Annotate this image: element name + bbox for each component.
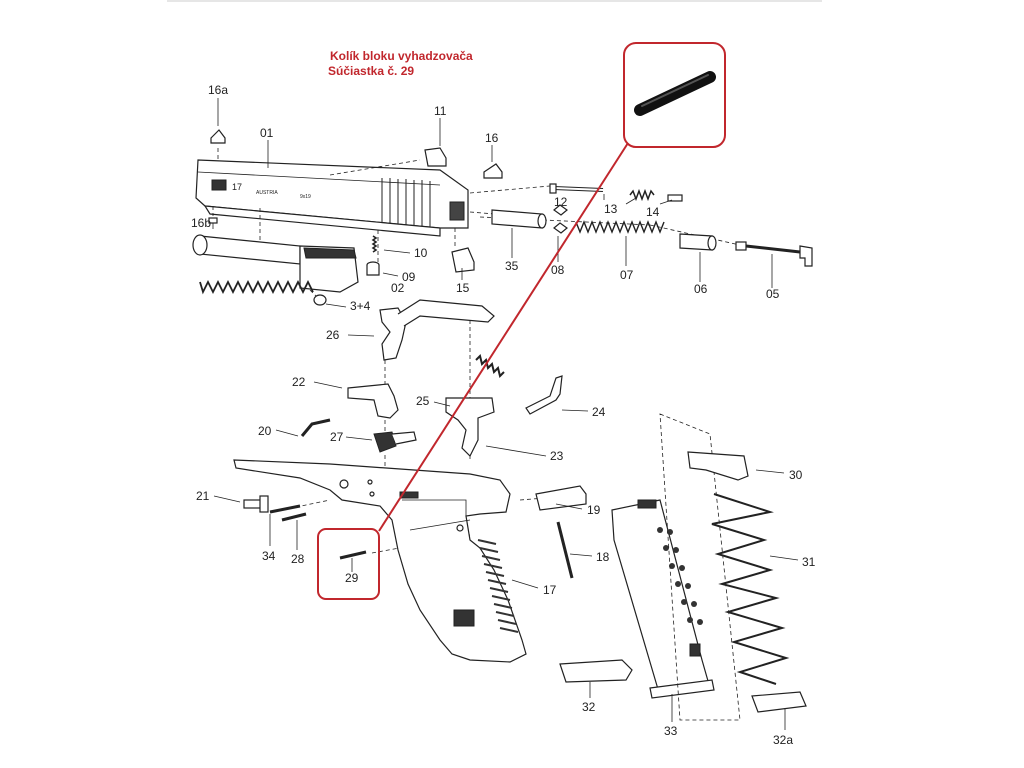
- part-label-15: 15: [456, 281, 470, 295]
- part-label-29: 29: [345, 571, 359, 585]
- zoom-box: [623, 42, 726, 148]
- part-label-24: 24: [592, 405, 606, 419]
- part-label-08: 08: [551, 263, 565, 277]
- title-line-2: Súčiastka č. 29: [328, 64, 414, 78]
- part-label-12: 12: [554, 195, 568, 209]
- part-06: [679, 233, 717, 251]
- spring-cups: [667, 194, 683, 202]
- barrel: [192, 234, 359, 293]
- part-29-pin: [339, 550, 367, 560]
- part-15: [451, 247, 475, 273]
- part-16: [483, 163, 503, 179]
- part-30: [687, 451, 749, 481]
- magazine-internals-box: [659, 413, 741, 721]
- part-35: [491, 209, 547, 229]
- magazine: [611, 499, 715, 699]
- part-label-31: 31: [802, 555, 816, 569]
- part-label-33: 33: [664, 724, 678, 738]
- part-34: [269, 504, 301, 514]
- slide-caliber-text: 9x19: [300, 194, 311, 200]
- part-20: [300, 418, 331, 437]
- part-28: [281, 512, 307, 522]
- part-label-06: 06: [694, 282, 708, 296]
- part-label-16a: 16a: [208, 83, 228, 97]
- part-19: [535, 485, 587, 511]
- part-label-32: 32: [582, 700, 596, 714]
- part-27: [373, 431, 417, 453]
- part-label-30: 30: [789, 468, 803, 482]
- part-18: [556, 521, 574, 579]
- part-22: [347, 383, 399, 419]
- part-label-05: 05: [766, 287, 780, 301]
- part-29-marker-box: [317, 528, 380, 600]
- part-31-spring: [711, 493, 790, 685]
- part-25: [445, 397, 495, 458]
- part-label-27: 27: [330, 430, 344, 444]
- part-label-34: 34: [262, 549, 276, 563]
- part-21: [243, 495, 269, 513]
- part-24: [525, 375, 563, 415]
- slide-model-text: 17: [232, 182, 242, 192]
- frame: [233, 459, 527, 663]
- highlight-connector: [378, 142, 629, 532]
- part-label-35: 35: [505, 259, 519, 273]
- firing-pin: [549, 183, 604, 194]
- part-label-16b: 16b: [191, 216, 211, 230]
- part-label-01: 01: [260, 126, 274, 140]
- part-label-07: 07: [620, 268, 634, 282]
- part-label-10: 10: [414, 246, 428, 260]
- part-label-18: 18: [596, 550, 610, 564]
- part-32: [559, 659, 633, 683]
- part-highlight-callout: [317, 42, 726, 600]
- part-label-02: 02: [391, 281, 405, 295]
- leader-lines: [213, 98, 799, 730]
- zoomed-pin-29: [634, 71, 716, 116]
- title-line-1: Kolík bloku vyhadzovača: [330, 49, 473, 63]
- recoil-spring-assembly: [199, 279, 327, 306]
- slide-country-text: AUSTRIA: [256, 190, 278, 196]
- part-32a: [751, 691, 807, 713]
- part-07-spring: [575, 220, 665, 234]
- part-label-32a: 32a: [773, 733, 793, 747]
- part-label-23: 23: [550, 449, 564, 463]
- part-label-25: 25: [416, 394, 430, 408]
- part-08: [553, 204, 568, 234]
- part-label-21: 21: [196, 489, 210, 503]
- part-label-26: 26: [326, 328, 340, 342]
- part-label-20: 20: [258, 424, 272, 438]
- slide: 17 AUSTRIA 9x19: [195, 159, 469, 237]
- part-label-3+4: 3+4: [350, 299, 371, 313]
- part-label-19: 19: [587, 503, 601, 517]
- firing-pin-spring: [629, 188, 655, 202]
- part-label-17: 17: [543, 583, 557, 597]
- part-10-spring: [371, 235, 378, 253]
- part-label-22: 22: [292, 375, 306, 389]
- rear-sight: [210, 129, 226, 144]
- part-label-28: 28: [291, 552, 305, 566]
- part-label-14: 14: [646, 205, 660, 219]
- part-label-13: 13: [604, 202, 618, 216]
- part-label-11: 11: [434, 104, 447, 118]
- part-09: [366, 261, 380, 276]
- part-label-16: 16: [485, 131, 499, 145]
- part-26: [379, 299, 495, 361]
- part-05: [735, 241, 813, 267]
- part-label-09: 09: [402, 270, 416, 284]
- part-11: [424, 147, 447, 167]
- front-sight-screw: [208, 217, 218, 229]
- trigger-spring: [475, 354, 505, 378]
